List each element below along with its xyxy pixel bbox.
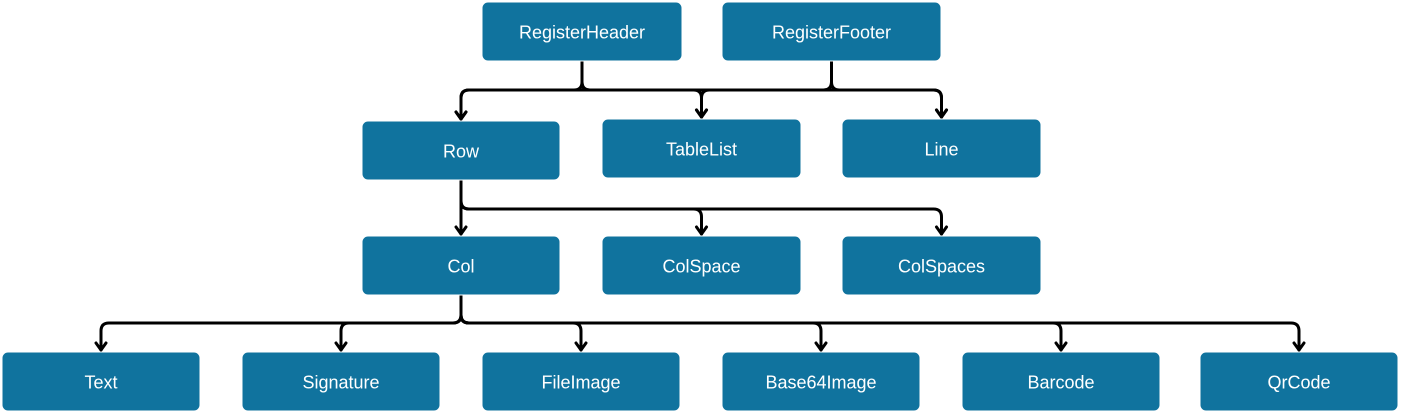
edge-col-to-qr-code (459, 293, 1301, 352)
node-label: QrCode (1267, 373, 1330, 393)
node-label: ColSpace (662, 257, 740, 277)
node-box[interactable] (841, 235, 1042, 296)
node-label: Base64Image (765, 373, 876, 393)
arrowhead-icon (695, 225, 708, 236)
node-box[interactable] (481, 1, 683, 62)
node-box[interactable] (601, 118, 802, 179)
arrowhead-icon (935, 108, 948, 119)
node-base64-image[interactable]: Base64Image (721, 351, 921, 412)
node-box[interactable] (241, 351, 441, 412)
edge-register-footer-to-line (830, 59, 943, 119)
node-label: Col (447, 257, 474, 277)
node-box[interactable] (1, 351, 201, 412)
node-label: Text (84, 373, 117, 393)
arrowhead-icon (334, 341, 348, 352)
node-register-header[interactable]: RegisterHeader (481, 1, 683, 62)
edges-layer (94, 59, 1306, 352)
arrowhead-icon (935, 225, 948, 236)
edge-row-to-col-spaces (459, 178, 943, 236)
node-label: ColSpaces (898, 257, 985, 277)
node-box[interactable] (1199, 351, 1399, 412)
node-label: RegisterFooter (772, 23, 891, 43)
node-row[interactable]: Row (361, 120, 561, 181)
node-label: RegisterHeader (519, 23, 645, 43)
arrowhead-icon (814, 341, 828, 352)
node-table-list[interactable]: TableList (601, 118, 802, 179)
node-label: TableList (666, 140, 737, 160)
node-box[interactable] (361, 120, 561, 181)
arrowhead-icon (94, 341, 108, 352)
node-line[interactable]: Line (841, 118, 1042, 179)
node-signature[interactable]: Signature (241, 351, 441, 412)
arrowhead-icon (454, 225, 468, 236)
node-box[interactable] (601, 235, 802, 296)
arrowhead-icon (1292, 341, 1306, 352)
node-col-spaces[interactable]: ColSpaces (841, 235, 1042, 296)
node-qr-code[interactable]: QrCode (1199, 351, 1399, 412)
arrowhead-icon (454, 110, 468, 121)
node-box[interactable] (841, 118, 1042, 179)
node-box[interactable] (721, 351, 921, 412)
arrowhead-icon (574, 341, 588, 352)
node-box[interactable] (481, 351, 681, 412)
node-box[interactable] (721, 1, 942, 62)
node-col-space[interactable]: ColSpace (601, 235, 802, 296)
node-label: FileImage (541, 373, 620, 393)
edge-col-to-signature (339, 293, 463, 352)
node-file-image[interactable]: FileImage (481, 351, 681, 412)
node-label: Signature (302, 373, 379, 393)
node-register-footer[interactable]: RegisterFooter (721, 1, 942, 62)
edge-row-to-col-space (459, 178, 703, 236)
node-label: Line (924, 140, 958, 160)
node-text[interactable]: Text (1, 351, 201, 412)
node-col[interactable]: Col (361, 235, 561, 296)
arrowhead-icon (695, 108, 708, 119)
node-box[interactable] (361, 235, 561, 296)
node-label: Row (443, 142, 480, 162)
edge-register-footer-to-table-list (700, 59, 833, 119)
node-label: Barcode (1027, 373, 1094, 393)
node-barcode[interactable]: Barcode (961, 351, 1161, 412)
arrowhead-icon (1054, 341, 1068, 352)
node-box[interactable] (961, 351, 1161, 412)
